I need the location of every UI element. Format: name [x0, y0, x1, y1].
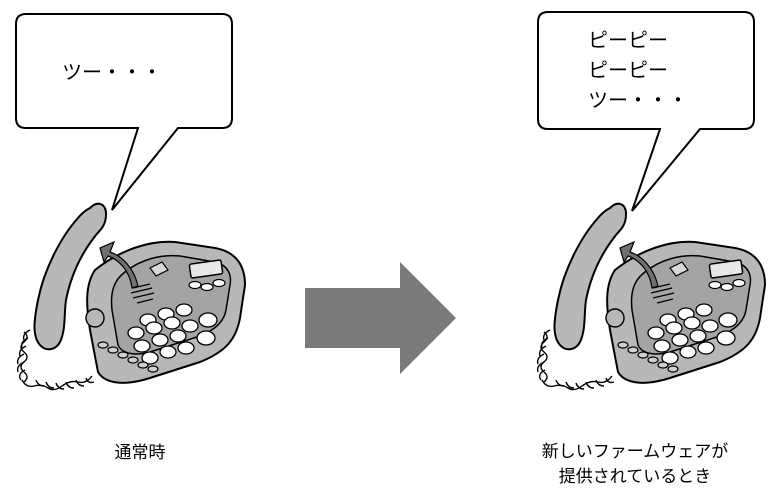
speech-bubble-update: ピーピー ピーピー ツー・・・ — [537, 11, 755, 212]
caption-line-1: 通常時 — [114, 443, 166, 463]
caption-update: 新しいファームウェアが 提供されているとき — [510, 440, 760, 490]
right-arrow-icon — [305, 262, 456, 374]
bubble-line-1: ピーピー — [588, 28, 668, 52]
speech-bubble-normal: ツー・・・ — [15, 13, 233, 211]
bubble-line-3: ツー・・・ — [588, 88, 688, 112]
caption-line-1: 新しいファームウェアが — [541, 442, 729, 462]
caption-line-2: 提供されているとき — [558, 467, 712, 487]
bubble-line-1: ツー・・・ — [62, 60, 162, 84]
bubble-line-2: ピーピー — [588, 58, 668, 82]
telephone-icon — [16, 202, 246, 391]
telephone-icon — [536, 202, 766, 391]
caption-normal: 通常時 — [60, 441, 220, 466]
